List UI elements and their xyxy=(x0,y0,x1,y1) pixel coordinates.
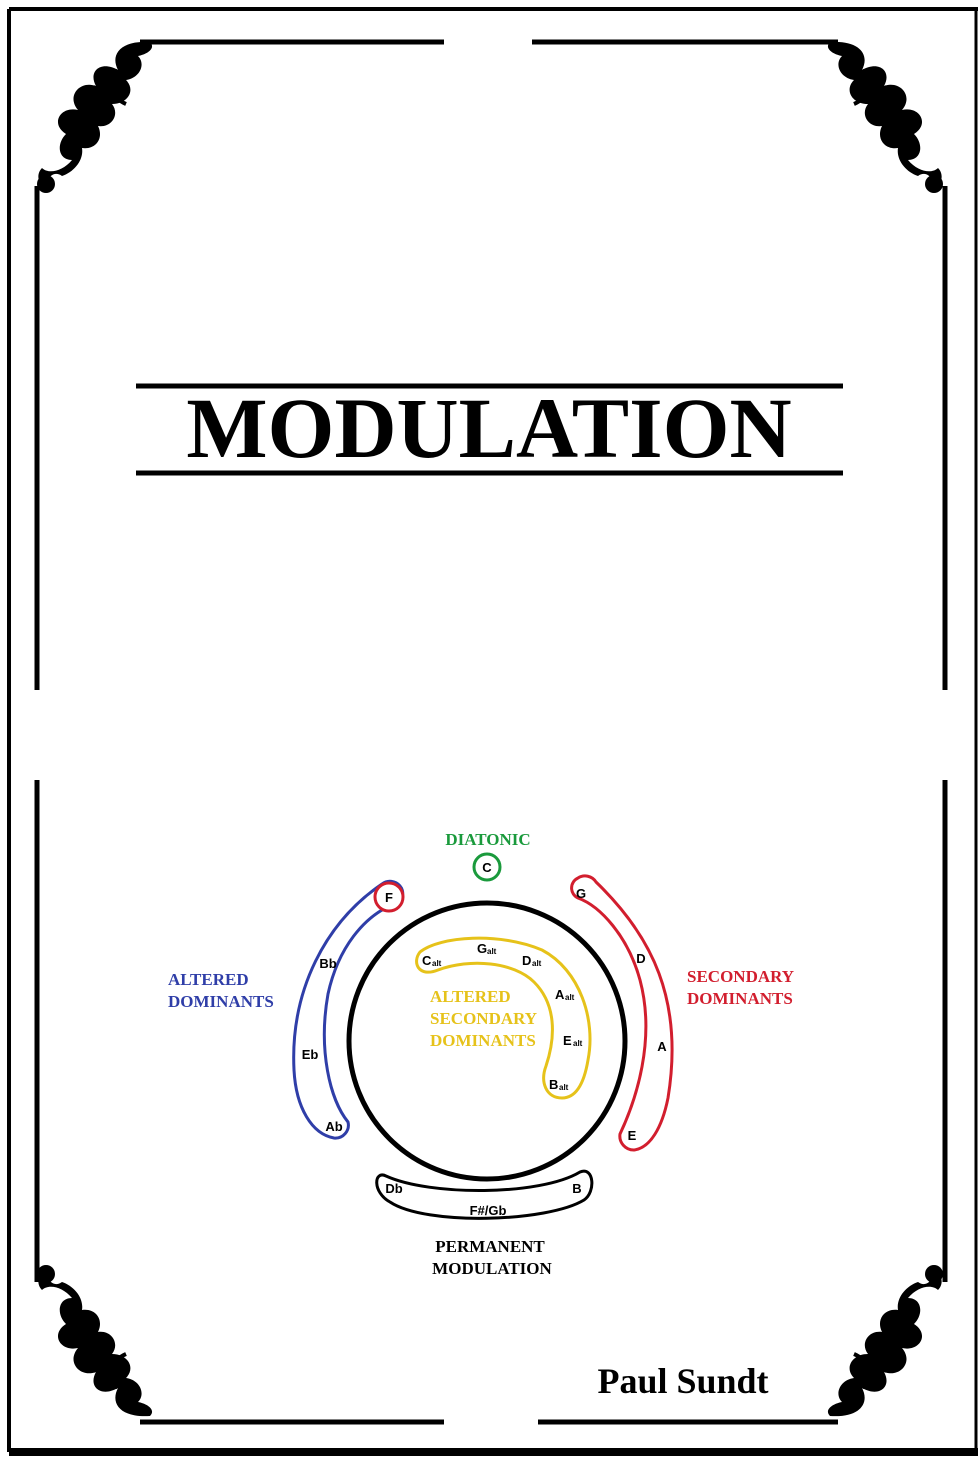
secondary-note-e: E xyxy=(628,1128,637,1143)
altered-note-ab: Ab xyxy=(325,1119,342,1134)
secondary-note-a: A xyxy=(657,1039,667,1054)
altered-secondary-note-d: D alt xyxy=(522,953,542,968)
altered-label-line1: ALTERED xyxy=(168,970,249,989)
page-border xyxy=(7,7,978,1456)
svg-text:alt: alt xyxy=(532,959,542,968)
corner-flourish-icon xyxy=(37,41,153,193)
altered-secondary-note-b: B alt xyxy=(549,1077,569,1092)
permanent-note-b: B xyxy=(572,1181,581,1196)
secondary-label-line2: DOMINANTS xyxy=(687,989,793,1008)
diatonic-c-note: C xyxy=(482,860,492,875)
book-title: MODULATION xyxy=(186,380,791,476)
altered-note-eb: Eb xyxy=(302,1047,319,1062)
svg-text:alt: alt xyxy=(432,959,442,968)
altered-secondary-note-c: C alt xyxy=(422,953,442,968)
altered-label-line2: DOMINANTS xyxy=(168,992,274,1011)
secondary-dominants-capsule xyxy=(570,874,674,1152)
altered-dominants-capsule xyxy=(292,879,405,1140)
altered-note-f: F xyxy=(385,890,393,905)
svg-text:A: A xyxy=(555,987,565,1002)
secondary-label-line1: SECONDARY xyxy=(687,967,794,986)
diatonic-c-ring xyxy=(472,852,502,882)
secondary-note-d: D xyxy=(636,951,645,966)
altered-secondary-label-line1: ALTERED xyxy=(430,987,511,1006)
altered-secondary-note-a: A alt xyxy=(555,987,575,1002)
modulation-diagram: DIATONIC C G D A E SECONDARY DOMINANTS F… xyxy=(168,830,794,1278)
svg-text:alt: alt xyxy=(565,993,575,1002)
permanent-note-fsharp-gb: F#/Gb xyxy=(470,1203,507,1218)
permanent-label-line1: PERMANENT xyxy=(435,1237,545,1256)
altered-note-bb: Bb xyxy=(319,956,336,971)
altered-f-ring xyxy=(373,881,405,913)
altered-secondary-capsule xyxy=(415,936,592,1100)
altered-secondary-label-line3: DOMINANTS xyxy=(430,1031,536,1050)
svg-text:B: B xyxy=(549,1077,558,1092)
author-name: Paul Sundt xyxy=(597,1361,768,1401)
svg-text:alt: alt xyxy=(559,1083,569,1092)
altered-secondary-note-e: E alt xyxy=(563,1033,583,1048)
diatonic-label: DIATONIC xyxy=(445,830,530,849)
secondary-note-g: G xyxy=(576,886,586,901)
ornamental-frame xyxy=(34,39,948,1425)
svg-text:G: G xyxy=(477,941,487,956)
center-circle xyxy=(346,900,628,1182)
svg-text:D: D xyxy=(522,953,531,968)
svg-text:E: E xyxy=(563,1033,572,1048)
altered-secondary-note-g: G alt xyxy=(477,941,497,956)
altered-secondary-label-line2: SECONDARY xyxy=(430,1009,537,1028)
permanent-note-db: Db xyxy=(385,1181,402,1196)
permanent-label-line2: MODULATION xyxy=(432,1259,552,1278)
svg-text:C: C xyxy=(422,953,432,968)
svg-text:alt: alt xyxy=(573,1039,583,1048)
svg-text:alt: alt xyxy=(487,947,497,956)
permanent-modulation-capsule xyxy=(375,1169,594,1220)
